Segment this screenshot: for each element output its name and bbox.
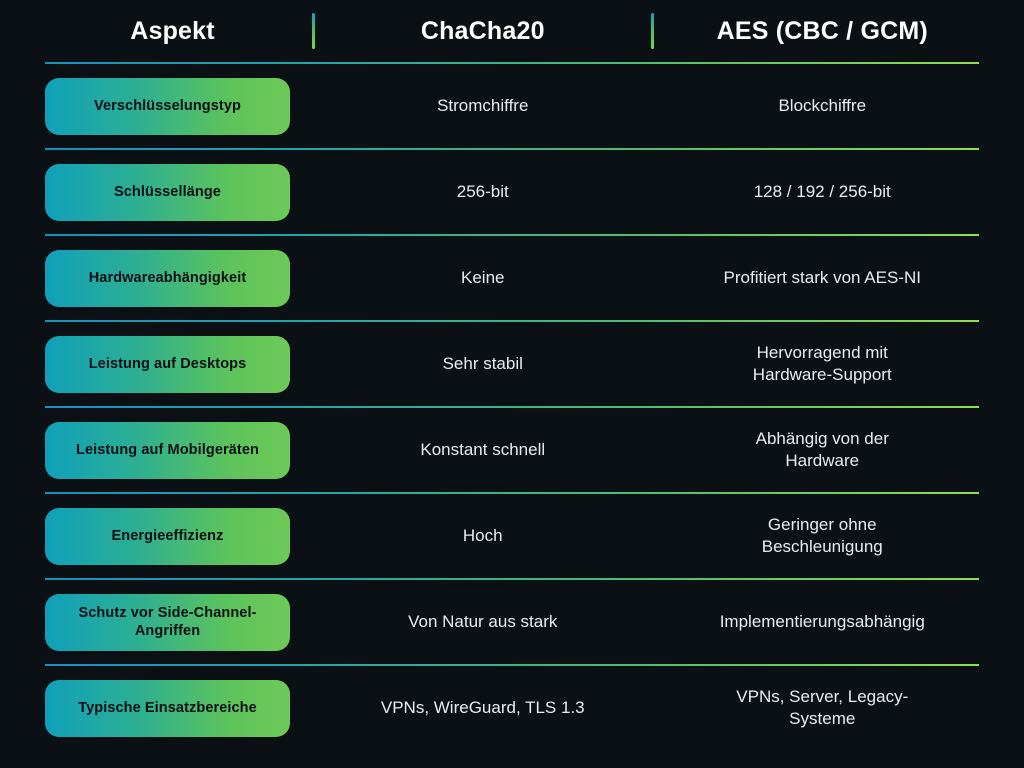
- cell-value: Hoch: [462, 525, 503, 545]
- chacha20-cell: Sehr stabil: [326, 353, 640, 375]
- aspect-cell: Leistung auf Mobilgeräten: [45, 421, 300, 479]
- table-row: Typische Einsatzbereiche VPNs, WireGuard,…: [45, 666, 979, 750]
- header-cell-aes: AES (CBC / GCM): [666, 17, 980, 46]
- cell-value: Von Natur aus stark: [408, 611, 558, 631]
- aes-cell: Implementierungsabhängig: [666, 611, 980, 633]
- aes-cell: Blockchiffre: [666, 95, 980, 117]
- table-row: Verschlüsselungstyp Stromchiffre Blockchif…: [45, 64, 979, 148]
- row-divider: [45, 234, 979, 236]
- vertical-gradient-bar-icon: [311, 13, 315, 49]
- header-separator-1: [300, 13, 326, 49]
- aspect-pill[interactable]: Leistung auf Desktops: [45, 335, 290, 393]
- aspect-pill[interactable]: Typische Einsatzbereiche: [45, 679, 290, 737]
- aspect-pill-label: Schutz vor Side-Channel-Angriffen: [78, 604, 257, 639]
- cell-value: Hervorragend mit Hardware-Support: [752, 342, 892, 384]
- chacha20-cell: Hoch: [326, 525, 640, 547]
- aspect-pill[interactable]: Schutz vor Side-Channel-Angriffen: [45, 593, 290, 651]
- table-row: Hardwareabhängigkeit Keine Profitiert star…: [45, 236, 979, 320]
- aspect-pill[interactable]: Leistung auf Mobilgeräten: [45, 421, 290, 479]
- aspect-pill[interactable]: Verschlüsselungstyp: [45, 77, 290, 135]
- cell-value: Blockchiffre: [778, 95, 867, 115]
- aes-cell: Profitiert stark von AES-NI: [666, 267, 980, 289]
- table-header-row: Aspekt ChaCha20 AES (CBC / GCM): [45, 0, 979, 62]
- aspect-cell: Leistung auf Desktops: [45, 335, 300, 393]
- aspect-pill-label: Hardwareabhängigkeit: [88, 269, 247, 286]
- cell-value: Stromchiffre: [437, 95, 529, 115]
- cell-value: VPNs, Server, Legacy- Systeme: [736, 686, 909, 728]
- table-row: Leistung auf Mobilgeräten Konstant schnel…: [45, 408, 979, 492]
- cell-value: Abhängig von der Hardware: [755, 428, 889, 470]
- cell-value: VPNs, WireGuard, TLS 1.3: [380, 697, 585, 717]
- aspect-cell: Typische Einsatzbereiche: [45, 679, 300, 737]
- aspect-pill-label: Schlüssellänge: [114, 183, 221, 200]
- chacha20-cell: 256-bit: [326, 181, 640, 203]
- header-separator-2: [640, 13, 666, 49]
- cell-value: Profitiert stark von AES-NI: [723, 267, 921, 287]
- header-cell-aspect: Aspekt: [45, 17, 300, 46]
- row-divider: [45, 492, 979, 494]
- row-divider: [45, 664, 979, 666]
- cell-value: Implementierungsabhängig: [719, 611, 925, 631]
- cell-value: Sehr stabil: [442, 353, 523, 373]
- header-cell-chacha20: ChaCha20: [326, 17, 640, 46]
- row-divider: [45, 406, 979, 408]
- aspect-cell: Verschlüsselungstyp: [45, 77, 300, 135]
- aspect-pill-label: Verschlüsselungstyp: [94, 97, 241, 114]
- vertical-gradient-bar-icon: [651, 13, 654, 49]
- table-row: Leistung auf Desktops Sehr stabil Hervorra…: [45, 322, 979, 406]
- row-divider: [45, 62, 979, 64]
- aspect-pill[interactable]: Schlüssellänge: [45, 163, 290, 221]
- cell-value: 128 / 192 / 256-bit: [753, 181, 891, 201]
- chacha20-cell: Von Natur aus stark: [326, 611, 640, 633]
- row-divider: [45, 148, 979, 150]
- aes-cell: 128 / 192 / 256-bit: [666, 181, 980, 203]
- aspect-cell: Schutz vor Side-Channel-Angriffen: [45, 593, 300, 651]
- header-label-aes: AES (CBC / GCM): [716, 16, 928, 45]
- header-label-chacha20: ChaCha20: [420, 16, 545, 45]
- chacha20-cell: VPNs, WireGuard, TLS 1.3: [326, 697, 640, 719]
- aes-cell: VPNs, Server, Legacy- Systeme: [666, 686, 980, 731]
- aspect-pill-label: Leistung auf Desktops: [88, 355, 247, 372]
- row-divider: [45, 578, 979, 580]
- aspect-cell: Schlüssellänge: [45, 163, 300, 221]
- aspect-pill-label: Energieeffizienz: [111, 527, 224, 544]
- cell-value: 256-bit: [456, 181, 509, 201]
- row-divider: [45, 320, 979, 322]
- cell-value: Keine: [461, 267, 505, 287]
- table-row: Schutz vor Side-Channel-Angriffen Von Nat…: [45, 580, 979, 664]
- aspect-pill-label: Typische Einsatzbereiche: [78, 699, 257, 716]
- cell-value: Konstant schnell: [420, 439, 546, 459]
- table-body: Verschlüsselungstyp Stromchiffre Blockchif…: [45, 62, 979, 750]
- aes-cell: Geringer ohne Beschleunigung: [666, 514, 980, 559]
- aes-cell: Hervorragend mit Hardware-Support: [666, 342, 980, 387]
- table-row: Energieeffizienz Hoch Geringer ohne Beschl…: [45, 494, 979, 578]
- aspect-pill-label: Leistung auf Mobilgeräten: [76, 441, 259, 458]
- aspect-pill[interactable]: Energieeffizienz: [45, 507, 290, 565]
- aes-cell: Abhängig von der Hardware: [666, 428, 980, 473]
- aspect-pill[interactable]: Hardwareabhängigkeit: [45, 249, 290, 307]
- aspect-cell: Hardwareabhängigkeit: [45, 249, 300, 307]
- cell-value: Geringer ohne Beschleunigung: [761, 514, 883, 556]
- table-row: Schlüssellänge 256-bit 128 / 192 / 256-bit: [45, 150, 979, 234]
- chacha20-cell: Konstant schnell: [326, 439, 640, 461]
- chacha20-cell: Stromchiffre: [326, 95, 640, 117]
- header-label-aspect: Aspekt: [130, 16, 215, 45]
- chacha20-cell: Keine: [326, 267, 640, 289]
- aspect-cell: Energieeffizienz: [45, 507, 300, 565]
